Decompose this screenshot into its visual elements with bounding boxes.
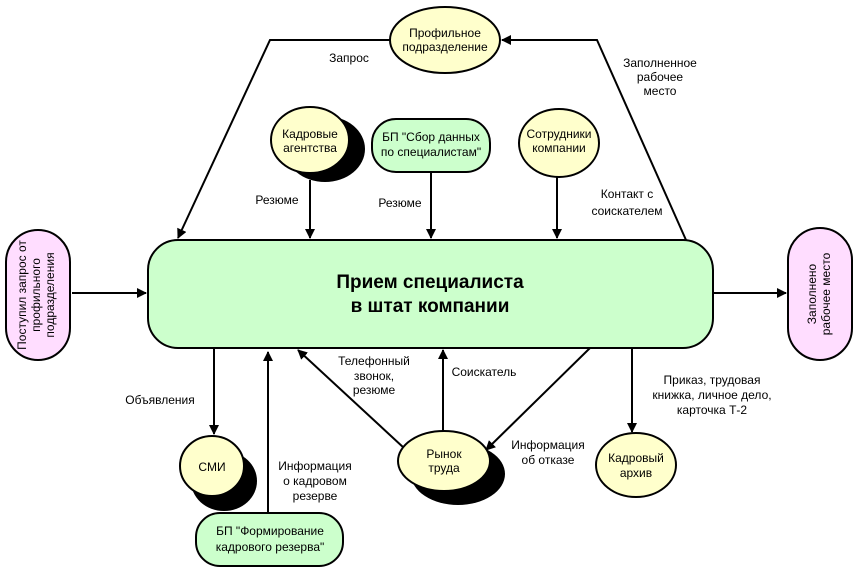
edge-refusal [485,347,591,451]
node-bp-collect[interactable]: БП "Сбор данных по специалистам" [371,118,491,173]
node-label: БП "Формирование [216,524,324,538]
node-label: профильного [29,258,43,332]
label-request: Запрос [329,51,369,65]
main-process[interactable]: Прием специалиста в штат компании [147,239,714,349]
node-label: архив [620,466,652,480]
label-ads: Объявления [125,393,194,407]
label-phone: звонок, [354,369,394,383]
node-label: по специалистам" [381,145,481,159]
label-reserve-info: резерве [293,489,338,503]
edge-phone [297,349,405,449]
node-label: Поступил запрос от [15,240,29,350]
label-phone: Телефонный [338,354,410,368]
label-filled-place: рабочее [637,70,684,84]
node-label: компании [532,141,586,155]
node-label: Рынок [426,447,462,461]
label-refusal: Информация [511,438,584,452]
node-bp-reserve[interactable]: БП "Формирование кадрового резерва" [195,512,344,567]
node-label: агентства [283,141,337,155]
label-docs: карточка Т-2 [677,403,747,417]
node-employees[interactable]: Сотрудники компании [518,108,600,178]
node-label: Сотрудники [527,127,592,141]
edge-labels: Запрос Заполненное рабочее место Резюме … [125,51,771,503]
node-label: труда [428,461,460,475]
label-reserve-info: о кадровом [283,474,347,488]
node-media[interactable]: СМИ [179,435,257,511]
label-docs: Приказ, трудовая [664,373,761,387]
label-reserve-info: Информация [278,459,351,473]
label-filled-place: место [644,84,677,98]
node-filled-out[interactable]: Заполнено рабочее место [787,227,853,361]
label-contact: Контакт с [601,187,654,201]
edges [72,35,787,513]
node-label: Заполнено [805,263,819,324]
label-filled-place: Заполненное [623,56,697,70]
node-label: СМИ [198,460,225,474]
label-contact: соискателем [592,204,663,218]
main-title-line1: Прием специалиста [336,272,524,293]
node-archive[interactable]: Кадровый архив [595,432,677,498]
label-docs: книжка, личное дело, [652,388,771,402]
node-agencies[interactable]: Кадровые агентства [270,106,365,182]
node-label: подразделения [43,252,57,337]
label-resume: Резюме [378,196,422,210]
node-label: подразделение [402,40,488,54]
node-profile-dept[interactable]: Профильное подразделение [389,6,501,74]
node-labor-market[interactable]: Рынок труда [397,430,505,505]
node-label: Кадровый [608,451,664,465]
edge-filled-place [501,35,687,241]
node-label: кадрового резерва" [216,540,325,554]
node-label: БП "Сбор данных [382,130,480,144]
label-refusal: об отказе [522,453,575,467]
node-label: Профильное [409,26,481,40]
edge-request [177,39,390,239]
label-applicant: Соискатель [452,365,517,379]
node-label: рабочее место [819,252,833,335]
node-label: Кадровые [282,127,338,141]
node-request-in[interactable]: Поступил запрос от профильного подраздел… [5,229,71,361]
main-title-line2: в штат компании [351,296,510,317]
label-resume: Резюме [255,193,299,207]
label-phone: резюме [353,383,396,397]
